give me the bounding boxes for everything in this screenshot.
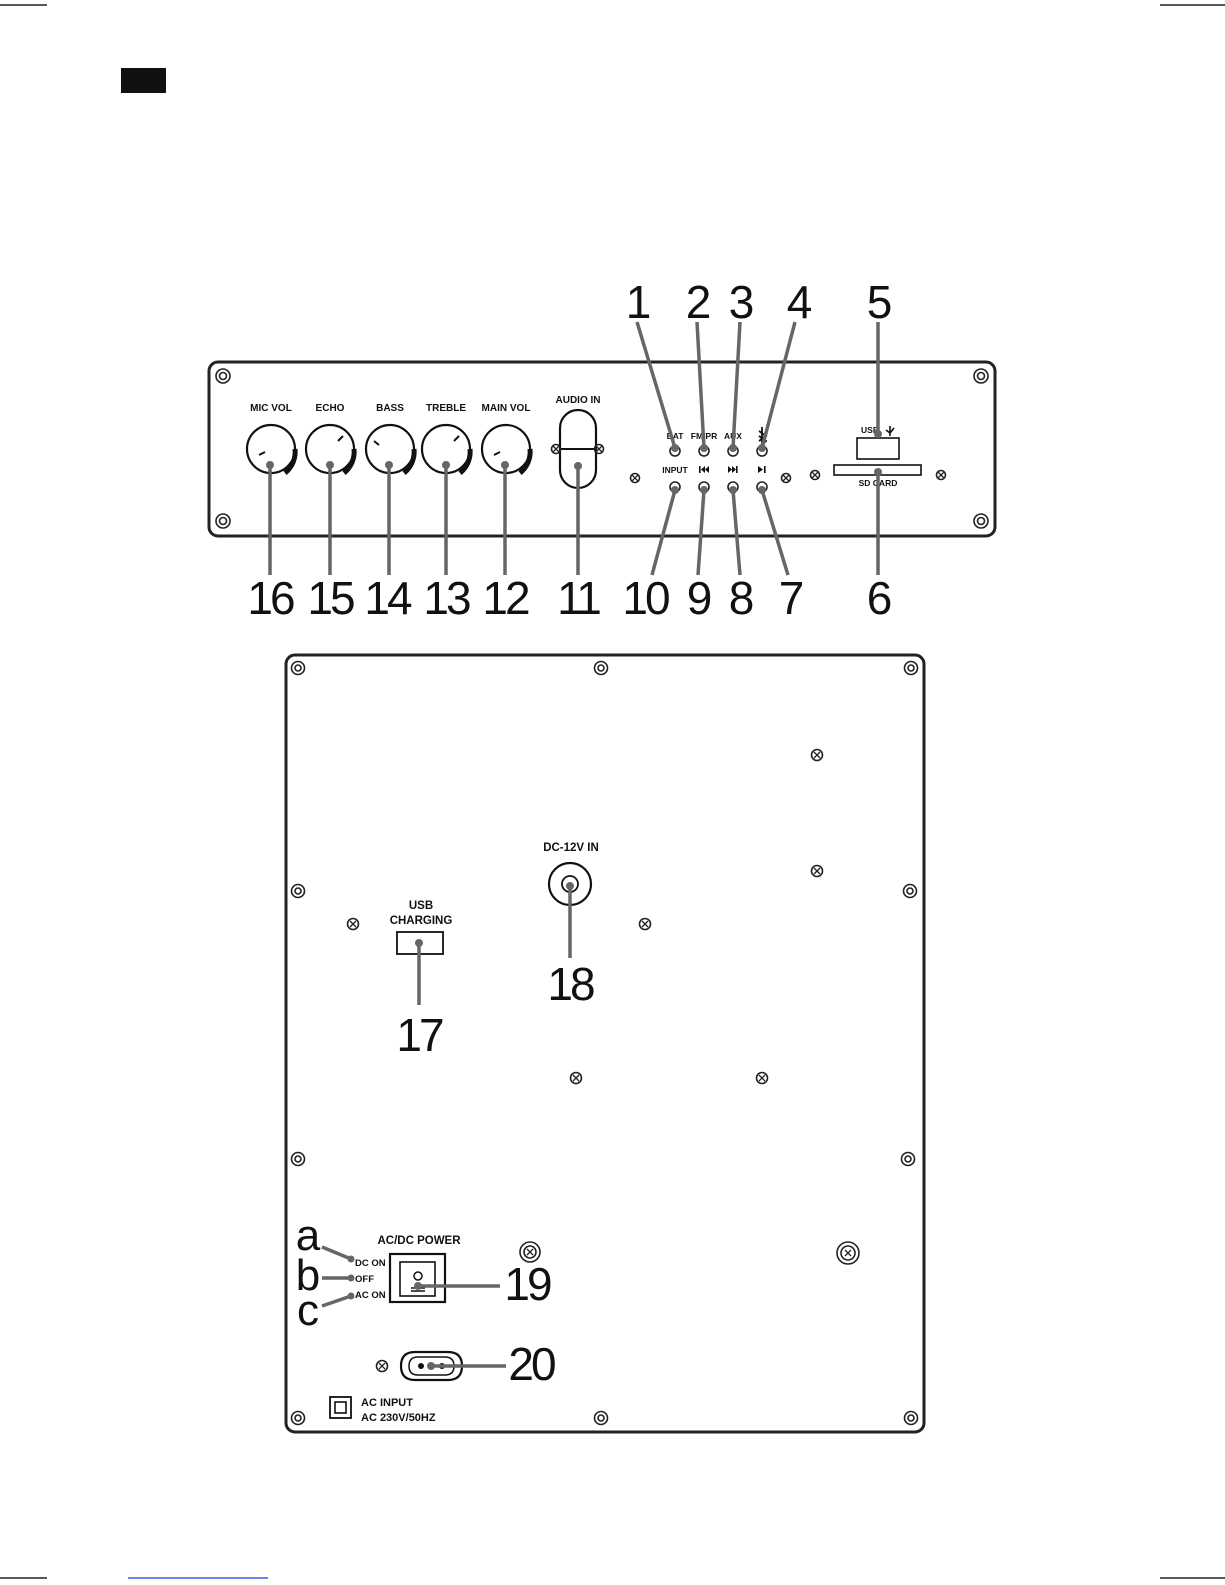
knob-label-main-vol: MAIN VOL <box>482 403 531 414</box>
usb-port[interactable] <box>857 438 899 459</box>
callout-5: 5 <box>867 276 891 328</box>
knob-label-treble: TREBLE <box>426 403 466 414</box>
power-switch-title: AC/DC POWER <box>377 1235 461 1247</box>
knob-label-mic-vol: MIC VOL <box>250 403 292 414</box>
callout-13: 13 <box>423 572 470 624</box>
ac-input-label: AC INPUT <box>361 1397 413 1409</box>
bottom-panel <box>286 655 924 1432</box>
callout-16: 16 <box>247 572 294 624</box>
ac-voltage-label: AC 230V/50HZ <box>361 1412 436 1424</box>
callout-6: 6 <box>867 572 891 624</box>
section-marker <box>121 68 166 93</box>
callout-c: c <box>297 1286 319 1335</box>
knob-label-echo: ECHO <box>316 403 345 414</box>
switch-pos-ac-on: AC ON <box>355 1290 386 1301</box>
callout-1: 1 <box>626 276 650 328</box>
callout-17: 17 <box>396 1009 443 1061</box>
callout-9: 9 <box>687 572 711 624</box>
callout-20: 20 <box>508 1338 555 1390</box>
callout-14: 14 <box>364 572 412 624</box>
callout-12: 12 <box>482 572 529 624</box>
callout-11: 11 <box>557 572 600 624</box>
usb-charging-label-2: CHARGING <box>390 915 453 927</box>
callout-10: 10 <box>622 572 669 624</box>
callout-3: 3 <box>729 276 753 328</box>
callout-7: 7 <box>779 572 803 624</box>
callout-19: 19 <box>504 1258 551 1310</box>
audio-in-label: AUDIO IN <box>556 395 601 406</box>
switch-pos-dc-on: DC ON <box>355 1258 386 1269</box>
switch-pos-off: OFF <box>355 1274 374 1285</box>
callout-4: 4 <box>787 276 812 328</box>
ac-dc-power-switch[interactable] <box>390 1254 445 1302</box>
dc-in-label: DC-12V IN <box>543 842 599 854</box>
callout-18: 18 <box>547 958 594 1010</box>
callout-2: 2 <box>686 276 710 328</box>
input-label: INPUT <box>662 465 688 475</box>
knob-label-bass: BASS <box>376 403 404 414</box>
usb-charging-label-1: USB <box>409 900 433 912</box>
callout-8: 8 <box>729 572 753 624</box>
callout-15: 15 <box>307 572 354 624</box>
